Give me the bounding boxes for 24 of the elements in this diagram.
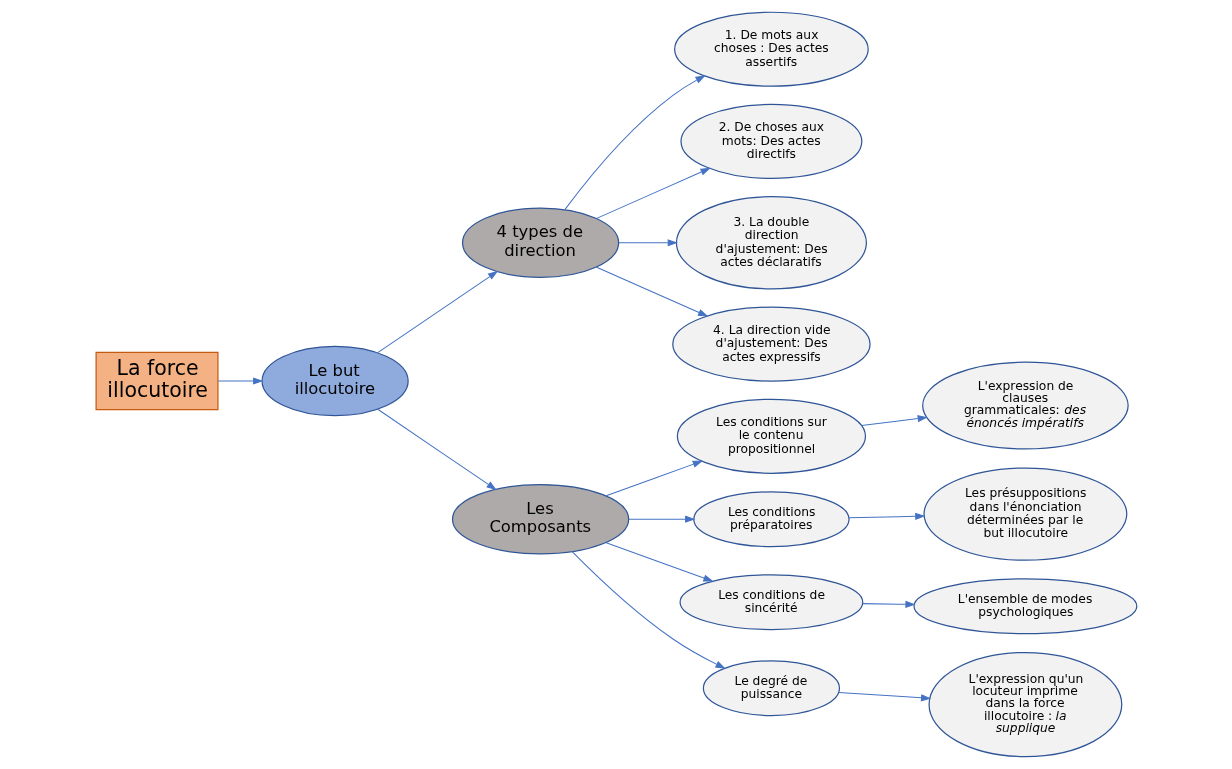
arrow <box>628 515 695 523</box>
node-ellipse: L'expression qu'un locuteur imprime dans la force illocutoire : la supplique <box>927 651 1122 758</box>
node-ellipse: Les conditions sur le contenu propositionnel <box>676 398 866 474</box>
arrow <box>618 239 678 247</box>
arrow <box>861 600 916 608</box>
arrow <box>848 512 925 520</box>
arrow <box>605 460 703 497</box>
node-ellipse: L'ensemble de modes psychologiques <box>912 578 1137 635</box>
arrow <box>376 270 498 354</box>
node-ellipse: Le but illocutoire <box>260 345 409 417</box>
arrow <box>860 415 928 426</box>
arrow <box>837 691 931 702</box>
node-ellipse: 3. La double direction d'ajustement: Des actes déclaratifs <box>675 196 867 290</box>
arrow <box>595 167 711 219</box>
arrow <box>376 408 497 491</box>
arrow <box>563 75 706 211</box>
arrow <box>217 377 263 385</box>
arrow <box>605 542 714 582</box>
arrow <box>571 551 726 669</box>
node-ellipse: Les présuppositions dans l'énonciation déterminées par le but illocutoire <box>922 467 1127 561</box>
arrow <box>595 266 708 317</box>
node-ellipse: L'expression de clauses grammaticales: des énoncés impératifs <box>921 361 1129 450</box>
node-box: La force illocutoire <box>95 351 219 411</box>
node-ellipse: Les conditions préparatoires <box>692 491 850 548</box>
